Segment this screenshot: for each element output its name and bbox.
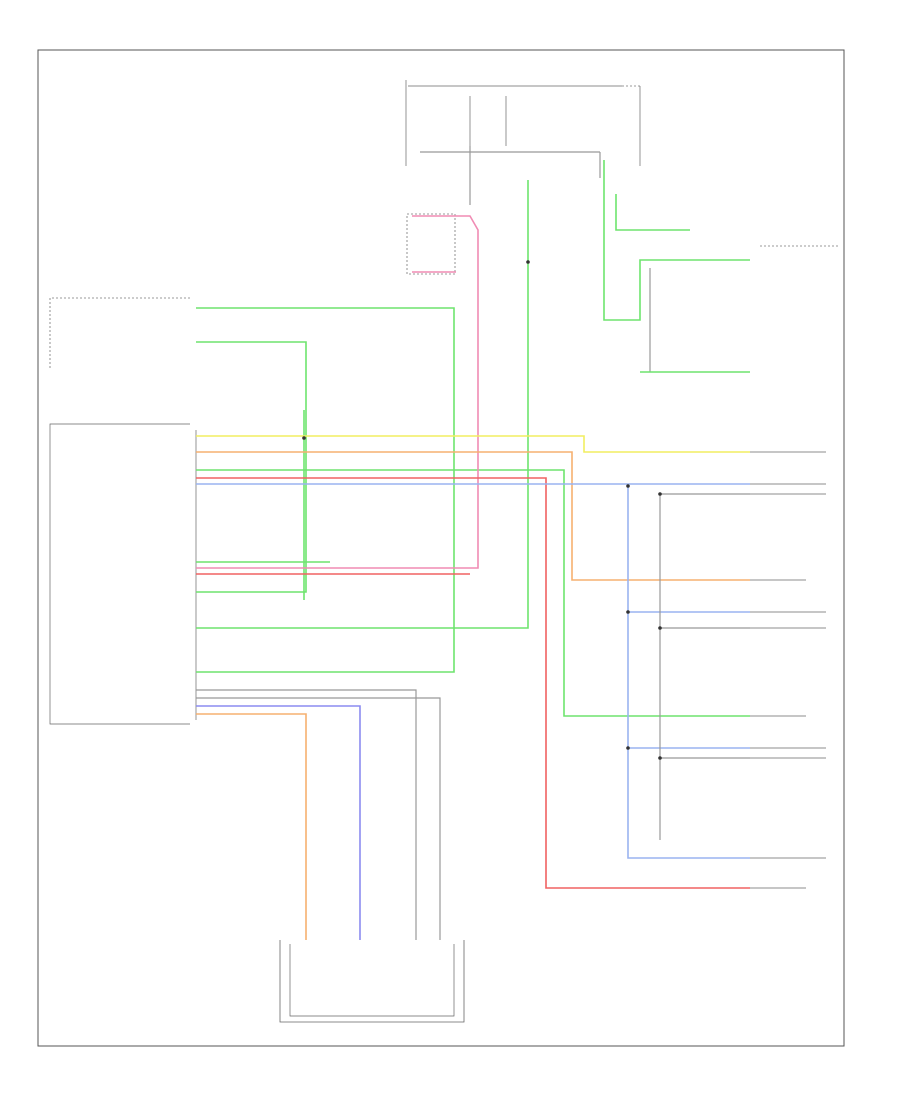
wire-orange-2 (196, 713, 307, 940)
wire-gray-lower (196, 697, 441, 940)
wire-green-7 (615, 194, 690, 231)
wire-blue-4 (627, 612, 750, 749)
left-module-top (49, 297, 190, 368)
wire-blue-2 (196, 705, 361, 940)
fuse-block-top (405, 80, 641, 166)
wire-green-4 (196, 180, 529, 629)
wire-orange-1 (196, 451, 750, 581)
wires (196, 146, 750, 940)
wire-blue-3 (627, 486, 750, 613)
wire-green-9 (196, 469, 750, 717)
bottom-connector (279, 940, 465, 1023)
relay-box (406, 213, 456, 275)
wire-yellow (196, 435, 750, 453)
right-components (750, 245, 838, 889)
wire-red-1 (196, 477, 750, 889)
wire-gray-lower-2 (196, 689, 417, 940)
diagram-frame (37, 49, 845, 1047)
wire-green-2 (196, 341, 307, 593)
wire-green-1 (196, 307, 455, 673)
left-module-bottom (49, 423, 197, 725)
wire-pink-1 (196, 215, 479, 569)
wire-blue-5 (627, 748, 750, 859)
wire-green-6 (603, 160, 750, 321)
splice-dots (302, 260, 662, 760)
